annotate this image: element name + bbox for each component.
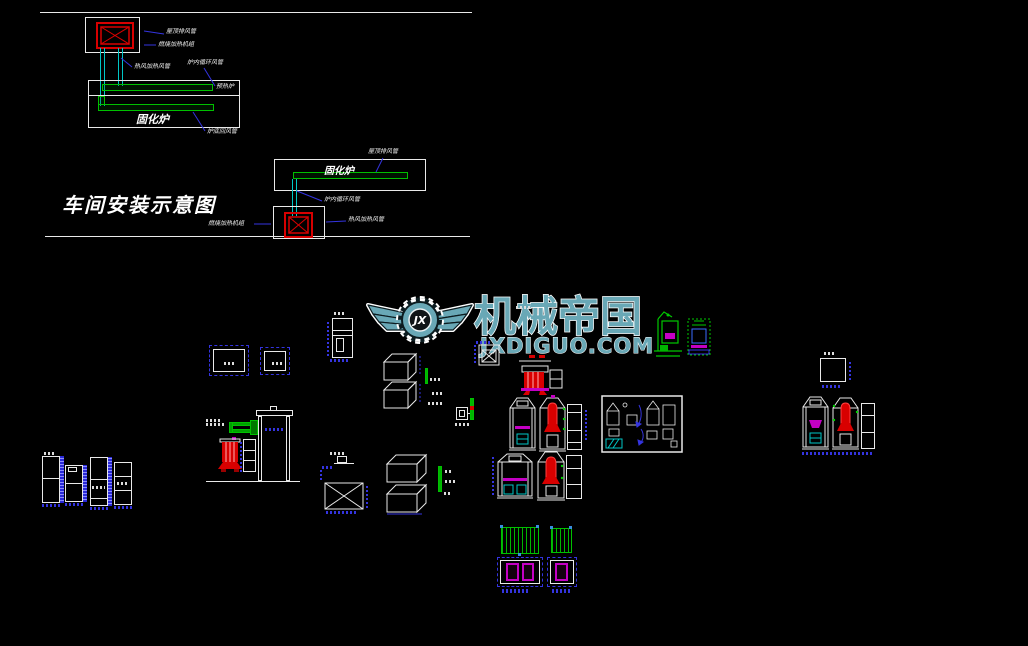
side-cabinet (567, 404, 582, 450)
curing-oven-outline-b (274, 159, 426, 191)
filter-screen-large (501, 527, 539, 554)
aux-cabinet (243, 439, 256, 472)
dim-plate-1 (209, 345, 249, 376)
duct-run-main (98, 104, 214, 111)
sensor-bar (425, 368, 428, 384)
watermark-logo: JX 机械帝国 JXDIGUO.COM (366, 291, 654, 359)
leader-label-roof-exhaust-a: 屋顶排风管 (166, 28, 197, 35)
leader-label-heater-unit-b: 燃烧加热机组 (208, 220, 245, 227)
leader-label-circulation-duct-a: 炉内循环风管 (187, 59, 224, 66)
logo-monogram: JX (412, 314, 427, 327)
duct-run-top (102, 84, 213, 91)
burner-front-view (519, 355, 563, 395)
burner-tower-right-2 (537, 451, 565, 501)
air-riser-pipe (104, 48, 105, 106)
burner-box-icon-a (96, 22, 134, 49)
leader-label-bottom-return-duct-a: 炉底回风管 (207, 128, 238, 135)
leader-lines (120, 30, 384, 225)
leader-label-heater-unit-a: 燃烧加热机组 (158, 41, 195, 48)
air-riser-pipe (100, 48, 101, 106)
sheet-top-rule (40, 12, 472, 13)
cabinet-2 (65, 465, 83, 502)
recovery-unit-left (509, 397, 536, 451)
frame-left-post (258, 416, 262, 481)
leader-label-hot-air-duct-a: 热风加热风管 (134, 63, 171, 70)
air-riser-pipe (296, 179, 297, 216)
curing-oven-outline-a (88, 95, 240, 128)
watermark-domain: JXDIGUO.COM (478, 334, 654, 358)
cabinet-3 (90, 457, 108, 506)
cabinet-4 (114, 462, 132, 505)
envelope-box-icon (324, 482, 364, 510)
air-riser-pipe (292, 179, 293, 216)
sheet-bottom-rule (45, 236, 470, 237)
burner-tower-right (539, 395, 566, 452)
duct-run-b (293, 172, 408, 179)
burner-box-icon-b (284, 212, 313, 238)
burner-cylinder-icon (218, 438, 242, 472)
side-cabinet-2 (566, 455, 582, 499)
side-cabinet-r (861, 403, 875, 449)
frame-plate-small (547, 557, 577, 587)
recovery-unit-left-r (802, 396, 829, 450)
sensor-bar (438, 466, 442, 492)
filter-screen-small (551, 528, 572, 553)
frame-plate-large (497, 557, 543, 587)
air-riser-pipe (118, 48, 119, 86)
burner-tower-right-r (832, 397, 859, 450)
curing-oven-label-a: 固化炉 (136, 113, 169, 126)
recovery-unit-left-2 (497, 453, 533, 499)
duct-elbow (98, 96, 105, 105)
preheat-oven-label: 预热炉 (216, 83, 235, 90)
leader-label-hot-air-duct-b: 热风加热风管 (348, 216, 385, 223)
dim-plate-2 (260, 347, 290, 375)
iso-box-pair-lower (385, 453, 428, 515)
leader-label-circulation-duct-b: 炉内循环风管 (324, 196, 361, 203)
iso-box-pair-upper (382, 352, 421, 410)
small-plate (820, 358, 846, 382)
air-riser-pipe (122, 48, 123, 86)
heater-unit-enclosure-b (273, 206, 325, 239)
sheet-title: 车间安装示意图 (62, 193, 216, 217)
powder-machine-green (654, 311, 711, 357)
frame-right-post (286, 416, 290, 481)
heater-unit-enclosure-a (85, 17, 140, 53)
leader-label-roof-exhaust-b: 屋顶排风管 (368, 148, 399, 155)
equipment-plan-drawing (601, 395, 683, 453)
curing-oven-label-b: 固化炉 (324, 166, 354, 177)
cabinet-1 (42, 456, 60, 503)
watermark-brand: 机械帝国 (474, 292, 642, 341)
